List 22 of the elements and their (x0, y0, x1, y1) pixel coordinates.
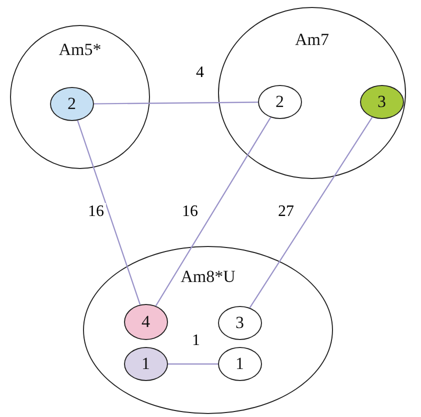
value-ellipse (218, 306, 262, 340)
group-title: Am8*U (180, 267, 236, 287)
value-ellipse (258, 84, 302, 119)
node-value: 1 (234, 354, 245, 374)
node-value: 3 (234, 312, 245, 333)
connector-line (77, 120, 141, 305)
connector-line (155, 117, 272, 306)
value-ellipse (50, 86, 94, 121)
node-value: 2 (274, 92, 285, 112)
value-ellipse (218, 346, 262, 381)
value-ellipse (124, 304, 168, 340)
connector-line (94, 102, 258, 104)
connector-line (249, 116, 373, 308)
node-value: 1 (140, 354, 151, 374)
connector-line (168, 363, 218, 365)
value-ellipse (360, 84, 404, 119)
node-value: 4 (140, 312, 151, 332)
node-value: 3 (376, 92, 387, 112)
node-value: 2 (66, 94, 77, 114)
group-title: Am5* (58, 40, 102, 60)
group-title: Am7 (294, 30, 330, 50)
value-ellipse (124, 346, 168, 381)
